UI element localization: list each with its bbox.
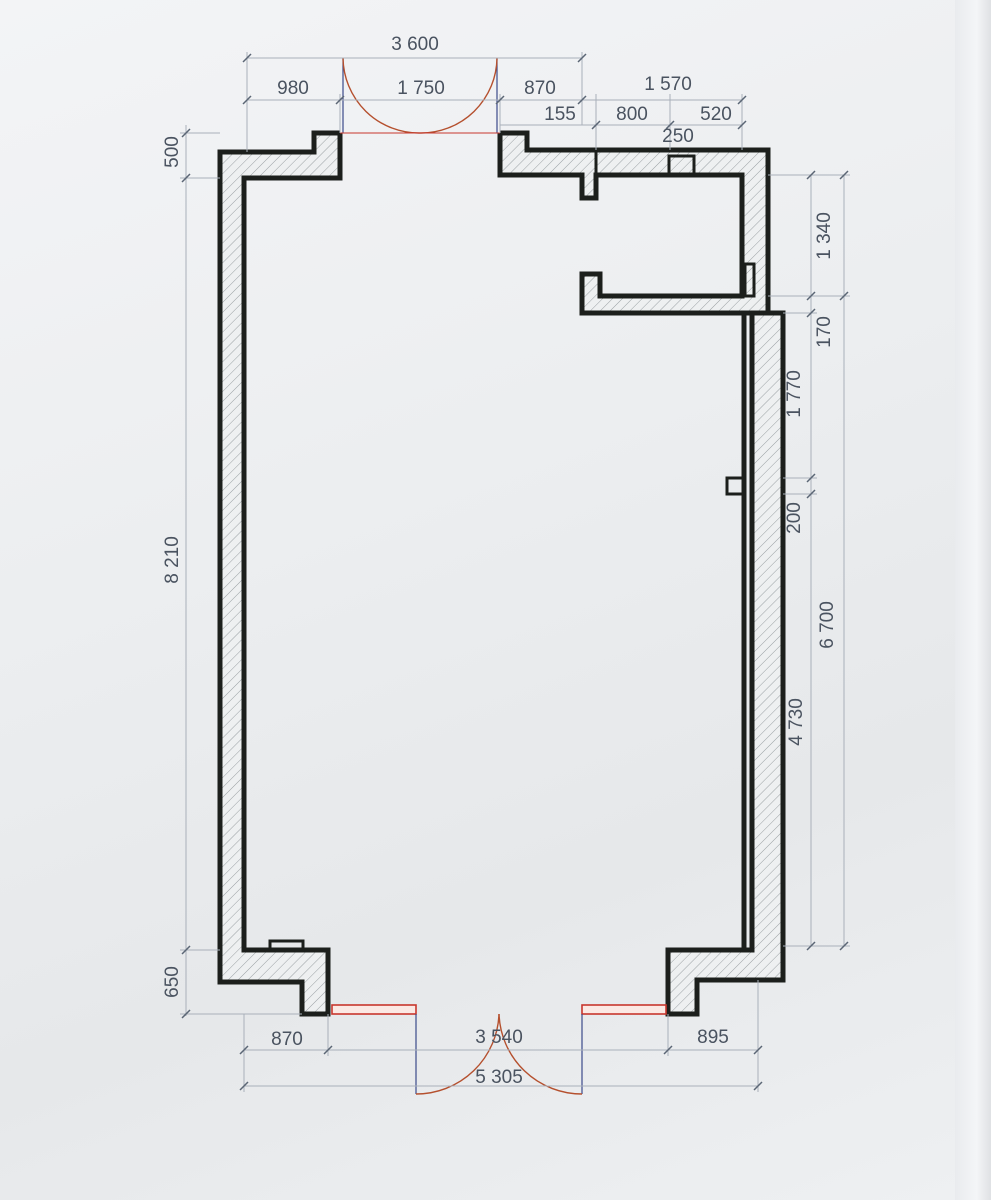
dim-top-right-wing: 1 570 [644, 74, 692, 95]
dim-top-right-end: 520 [700, 104, 732, 125]
dimension-lines [180, 52, 850, 1092]
top-right-wall [497, 130, 771, 316]
dim-left-bottom-offset: 650 [162, 966, 183, 998]
dim-right-total: 6 700 [817, 601, 838, 649]
right-wall [665, 310, 786, 1017]
dim-right-upper-room: 1 340 [814, 212, 835, 260]
column-right [725, 476, 746, 496]
dim-bottom-right: 895 [697, 1027, 729, 1048]
niche-right [743, 262, 756, 298]
dim-top-right: 870 [524, 78, 556, 99]
dim-bottom-opening: 3 540 [475, 1027, 523, 1048]
dim-top-left: 980 [277, 78, 309, 99]
entrance-door-top [340, 57, 500, 134]
wall-hatching [220, 133, 783, 1014]
window-bottom-right [581, 1004, 667, 1015]
vent-bottom-left [268, 939, 305, 952]
vent-top [667, 154, 696, 177]
dim-right-column: 200 [784, 502, 805, 534]
entrance-door-bottom [415, 1013, 583, 1095]
dim-bottom-overall: 5 305 [475, 1067, 523, 1088]
dim-top-vent: 250 [662, 126, 694, 147]
dim-top-recess: 800 [616, 104, 648, 125]
sheet-edge [955, 0, 991, 1200]
dim-top-door: 1 750 [397, 78, 445, 99]
dim-right-upper-wall: 1 770 [784, 370, 805, 418]
dim-left-top-offset: 500 [162, 136, 183, 168]
dimension-labels: 3 600 980 1 750 870 1 570 155 800 520 25… [162, 34, 838, 1088]
dim-right-lower-wall: 4 730 [786, 698, 807, 746]
dim-top-overall: 3 600 [391, 34, 439, 55]
walls [217, 130, 786, 1017]
window-bottom-left [331, 1004, 417, 1015]
windows-bottom [331, 1004, 667, 1015]
dim-left-overall: 8 210 [162, 536, 183, 584]
dim-right-step: 170 [814, 316, 835, 348]
dim-bottom-left: 870 [271, 1029, 303, 1050]
dim-top-pier: 155 [544, 104, 576, 125]
